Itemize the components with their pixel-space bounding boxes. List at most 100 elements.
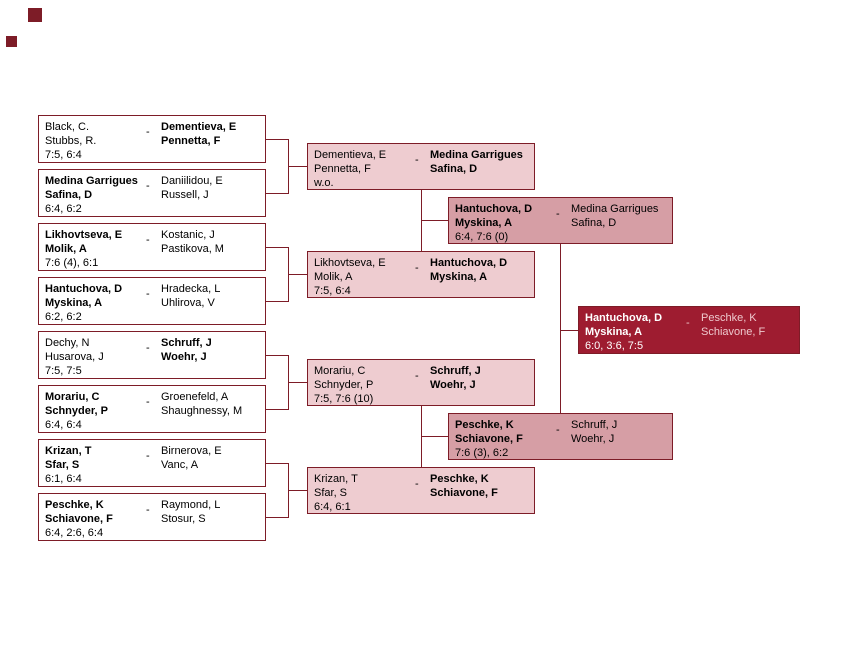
team-left: Dementieva, E Pennetta, F w.o.	[314, 148, 386, 190]
vs-separator: -	[556, 424, 560, 436]
player-name: Birnerova, E	[161, 445, 222, 457]
team-right: Medina Garrigues Safina, D	[430, 148, 523, 176]
match-box-quarterfinal-1: Dementieva, E Pennetta, F w.o. - Medina …	[307, 143, 535, 190]
player-name: Likhovtseva, E	[314, 257, 386, 269]
match-score: 7:5, 6:4	[45, 149, 82, 161]
player-name: Stosur, S	[161, 513, 206, 525]
team-right: Dementieva, E Pennetta, F	[161, 120, 236, 148]
player-name: Hradecka, L	[161, 283, 221, 295]
match-box-final: Hantuchova, D Myskina, A 6:0, 3:6, 7:5 -…	[578, 306, 800, 354]
player-name: Schnyder, P	[314, 379, 374, 391]
vs-separator: -	[146, 342, 150, 354]
match-box-round1-5: Dechy, N Husarova, J 7:5, 7:5 - Schruff,…	[38, 331, 266, 379]
team-left: Morariu, C Schnyder, P 7:5, 7:6 (10)	[314, 364, 373, 406]
team-right: Medina Garrigues Safina, D	[571, 202, 658, 230]
match-score: 6:4, 2:6, 6:4	[45, 527, 104, 539]
team-right: Hantuchova, D Myskina, A	[430, 256, 507, 284]
team-left: Likhovtseva, E Molik, A 7:6 (4), 6:1	[45, 228, 122, 270]
connector-line	[266, 517, 288, 518]
player-name: Raymond, L	[161, 499, 221, 511]
player-name: Sfar, S	[45, 459, 80, 471]
match-box-round1-8: Peschke, K Schiavone, F 6:4, 2:6, 6:4 - …	[38, 493, 266, 541]
player-name: Peschke, K	[701, 312, 757, 324]
match-score: 6:4, 7:6 (0)	[455, 231, 509, 243]
player-name: Uhlirova, V	[161, 297, 215, 309]
player-name: Hantuchova, D	[455, 203, 533, 215]
connector-line	[288, 382, 307, 383]
team-left: Black, C. Stubbs, R. 7:5, 6:4	[45, 120, 96, 162]
connector-line	[288, 166, 307, 167]
vs-separator: -	[415, 154, 419, 166]
player-name: Morariu, C	[45, 391, 100, 403]
match-box-round1-6: Morariu, C Schnyder, P 6:4, 6:4 - Groene…	[38, 385, 266, 433]
player-name: Schiavone, F	[45, 513, 113, 525]
match-score: 7:5, 7:5	[45, 365, 82, 377]
match-score: 6:0, 3:6, 7:5	[585, 340, 644, 352]
match-box-quarterfinal-2: Likhovtseva, E Molik, A 7:5, 6:4 - Hantu…	[307, 251, 535, 298]
connector-line	[266, 355, 288, 356]
match-box-quarterfinal-4: Krizan, T Sfar, S 6:4, 6:1 - Peschke, K …	[307, 467, 535, 514]
match-score: 7:6 (4), 6:1	[45, 257, 99, 269]
team-left: Likhovtseva, E Molik, A 7:5, 6:4	[314, 256, 386, 298]
player-name: Safina, D	[571, 217, 617, 229]
player-name: Schruff, J	[571, 419, 618, 431]
player-name: Myskina, A	[455, 217, 513, 229]
player-name: Groenefeld, A	[161, 391, 229, 403]
player-name: Pennetta, F	[161, 135, 221, 147]
connector-line	[266, 247, 288, 248]
corner-square-icon	[6, 36, 17, 47]
player-name: Kostanic, J	[161, 229, 215, 241]
corner-square-icon	[28, 8, 42, 22]
player-name: Medina Garrigues	[430, 149, 523, 161]
player-name: Vanc, A	[161, 459, 199, 471]
team-right: Kostanic, J Pastikova, M	[161, 228, 224, 256]
match-box-semifinal-2: Peschke, K Schiavone, F 7:6 (3), 6:2 - S…	[448, 413, 673, 460]
vs-separator: -	[146, 504, 150, 516]
connector-line	[421, 436, 448, 437]
vs-separator: -	[146, 126, 150, 138]
team-right: Schruff, J Woehr, J	[571, 418, 617, 446]
match-score: 6:4, 6:2	[45, 203, 82, 215]
match-score: 7:6 (3), 6:2	[455, 447, 509, 459]
player-name: Medina Garrigues	[571, 203, 659, 215]
player-name: Woehr, J	[430, 379, 476, 391]
vs-separator: -	[415, 370, 419, 382]
team-right: Hradecka, L Uhlirova, V	[161, 282, 220, 310]
vs-separator: -	[146, 234, 150, 246]
player-name: Dementieva, E	[314, 149, 387, 161]
team-right: Peschke, K Schiavone, F	[430, 472, 498, 500]
team-left: Medina Garrigues Safina, D 6:4, 6:2	[45, 174, 138, 216]
player-name: Hantuchova, D	[430, 257, 508, 269]
player-name: Schruff, J	[161, 337, 212, 349]
match-score: 6:4, 6:1	[314, 501, 351, 513]
team-left: Dechy, N Husarova, J 7:5, 7:5	[45, 336, 104, 378]
team-right: Raymond, L Stosur, S	[161, 498, 220, 526]
player-name: Hantuchova, D	[45, 283, 123, 295]
player-name: Peschke, K	[45, 499, 104, 511]
match-score: 7:5, 6:4	[314, 285, 351, 297]
vs-separator: -	[146, 180, 150, 192]
player-name: Peschke, K	[430, 473, 489, 485]
connector-line	[288, 274, 307, 275]
vs-separator: -	[146, 288, 150, 300]
player-name: Myskina, A	[585, 326, 643, 338]
match-score: w.o.	[314, 177, 334, 189]
player-name: Schnyder, P	[45, 405, 108, 417]
team-left: Morariu, C Schnyder, P 6:4, 6:4	[45, 390, 108, 432]
player-name: Molik, A	[45, 243, 87, 255]
team-left: Krizan, T Sfar, S 6:4, 6:1	[314, 472, 358, 514]
player-name: Medina Garrigues	[45, 175, 138, 187]
player-name: Myskina, A	[430, 271, 488, 283]
connector-line	[266, 409, 288, 410]
team-right: Daniilidou, E Russell, J	[161, 174, 223, 202]
team-right: Schruff, J Woehr, J	[161, 336, 212, 364]
vs-separator: -	[415, 478, 419, 490]
team-left: Peschke, K Schiavone, F 6:4, 2:6, 6:4	[45, 498, 113, 540]
player-name: Husarova, J	[45, 351, 104, 363]
player-name: Krizan, T	[45, 445, 92, 457]
player-name: Schiavone, F	[430, 487, 498, 499]
player-name: Dechy, N	[45, 337, 90, 349]
player-name: Hantuchova, D	[585, 312, 663, 324]
match-score: 6:1, 6:4	[45, 473, 82, 485]
